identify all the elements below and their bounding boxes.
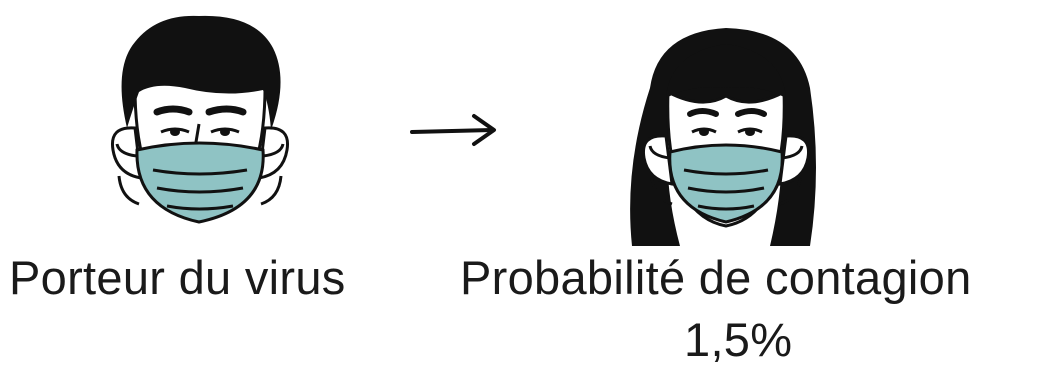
carrier-label: Porteur du virus [9,251,346,304]
masked-man-icon [95,8,305,243]
contagion-probability-value: 1,5% [684,313,793,366]
contagion-probability-label: Probabilité de contagion [460,251,972,304]
right-arrow-icon [408,108,500,152]
masked-woman-icon [610,18,840,253]
